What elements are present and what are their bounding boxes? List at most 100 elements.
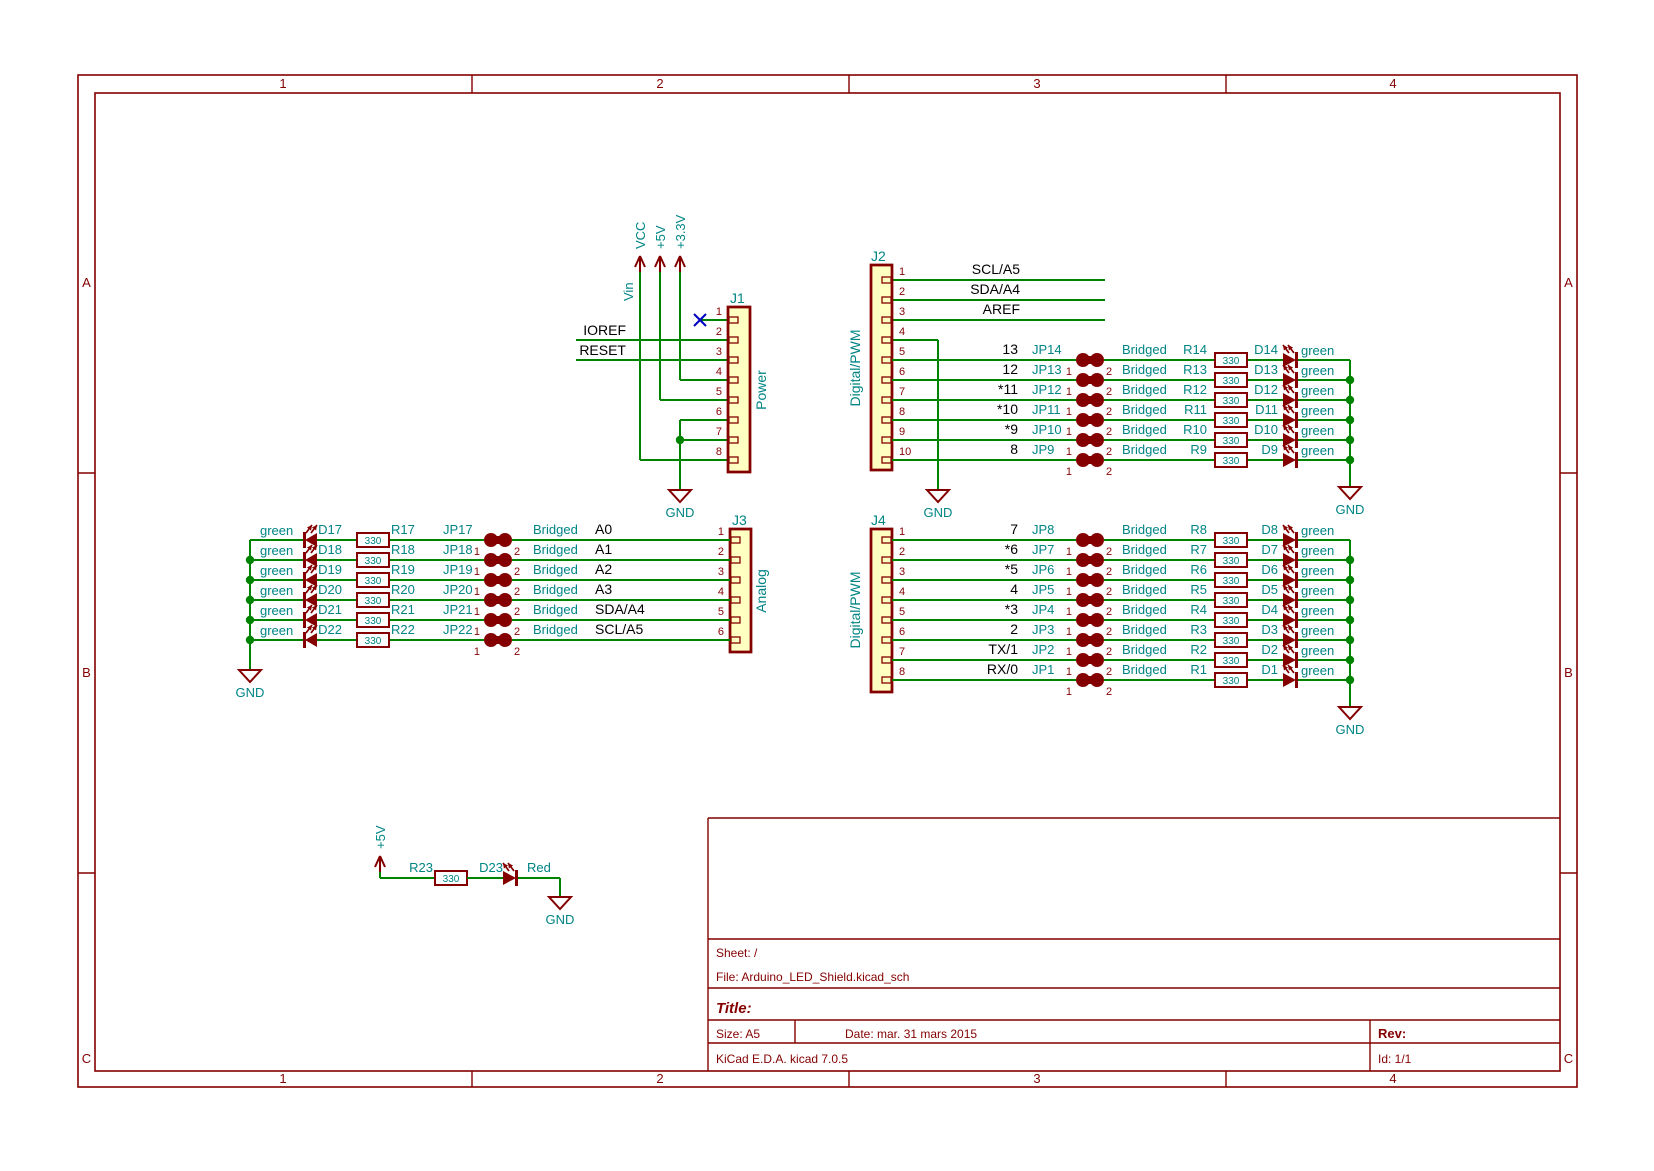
jumper-pin-number: 2 [1106, 466, 1112, 478]
reference-designator: D10 [1254, 422, 1278, 437]
jumper-pad [1090, 393, 1104, 407]
jumper-pin-number: 2 [514, 546, 520, 558]
jumper-pin-number: 2 [1106, 426, 1112, 438]
led-emission-arrow-head [1283, 585, 1289, 591]
frame-column-label: 1 [279, 1071, 286, 1086]
led-color-label: green [260, 623, 293, 638]
resistor-value: 330 [365, 596, 382, 607]
reference-designator: JP22 [443, 622, 473, 637]
led-triangle [1283, 653, 1296, 667]
gnd-symbol-icon [546, 896, 574, 911]
pin-stub [881, 576, 892, 584]
pin-stub [881, 316, 892, 324]
pin-number: 8 [899, 666, 905, 678]
reference-designator: D17 [318, 522, 342, 537]
jumper-pad [484, 633, 498, 647]
jumper-pad [1076, 593, 1090, 607]
resistor-value: 330 [1223, 656, 1240, 667]
resistor-body [1214, 452, 1248, 468]
reference-designator: D21 [318, 602, 342, 617]
led-color-label: green [1301, 383, 1334, 398]
jumper-state-label: Bridged [1122, 662, 1167, 677]
connector-body [869, 527, 894, 694]
jumper-pin-number: 2 [1106, 566, 1112, 578]
resistor-body [1214, 352, 1248, 368]
jumper-pin-number: 1 [474, 606, 480, 618]
pin-number: 3 [899, 566, 905, 578]
jumper-pad [1076, 613, 1090, 627]
pin-stub [881, 676, 892, 684]
jumper-state-label: Bridged [533, 602, 578, 617]
sheet-field: Sheet: / [716, 946, 758, 960]
led-emission-arrow-head [1288, 545, 1294, 551]
title-block: Sheet: /File: Arduino_LED_Shield.kicad_s… [707, 817, 1560, 1071]
pin-number: 8 [899, 406, 905, 418]
reference-designator: R10 [1183, 422, 1207, 437]
pin-stub [728, 356, 739, 364]
jumper-pad [1090, 613, 1104, 627]
pin-number: 7 [899, 646, 905, 658]
led-triangle [305, 573, 317, 587]
jumper-pad [1076, 533, 1090, 547]
rev-field: Rev: [1378, 1026, 1406, 1041]
net-label-vin: Vin [621, 282, 636, 301]
pin-number: 1 [899, 526, 905, 538]
pin-number: 2 [899, 546, 905, 558]
reference-designator: JP13 [1032, 362, 1062, 377]
junction-dot [245, 555, 255, 565]
reference-designator: JP7 [1032, 542, 1054, 557]
resistor-body [356, 552, 390, 568]
pin-number: 7 [899, 386, 905, 398]
net-label: 13 [1002, 341, 1018, 357]
led-triangle [1283, 533, 1296, 547]
led-emission-arrow-head [311, 525, 317, 531]
pin-stub [881, 556, 892, 564]
jumper-pad [1090, 533, 1104, 547]
reference-designator: JP8 [1032, 522, 1054, 537]
junction-dot [1345, 635, 1355, 645]
led-D8 [1282, 524, 1298, 548]
pin-number: 7 [716, 426, 722, 438]
led-emission-arrow-head [1283, 625, 1289, 631]
pin-stub [881, 656, 892, 664]
junction-dot [1345, 595, 1355, 605]
resistor: 330 [356, 532, 390, 548]
frame-column-label: 4 [1389, 1071, 1396, 1086]
gnd-label: GND [1336, 502, 1365, 517]
reference-designator: JP11 [1032, 402, 1061, 417]
jumper-state-label: Bridged [1122, 542, 1167, 557]
net-label: *11 [998, 381, 1018, 397]
reference-designator: D11 [1255, 402, 1278, 417]
resistor-body [356, 572, 390, 588]
jumper-pin-number: 1 [1066, 586, 1072, 598]
reference-designator: R3 [1190, 622, 1207, 637]
connector-body [728, 527, 753, 654]
date-field: Date: mar. 31 mars 2015 [845, 1027, 977, 1041]
jumper-bridge [1087, 656, 1093, 664]
reference-designator: D20 [318, 582, 342, 597]
net-label: IOREF [583, 322, 626, 338]
pin-number: 4 [899, 326, 905, 338]
jumper-pin-number: 2 [514, 586, 520, 598]
jumper-pad [1076, 553, 1090, 567]
jumper-bridge [1087, 436, 1093, 444]
frame-row-label: A [1564, 275, 1573, 290]
reference-designator: D4 [1261, 602, 1278, 617]
jumper-bridge [495, 616, 501, 624]
pin-number: 5 [716, 386, 722, 398]
jumper-pin-number: 1 [1066, 666, 1072, 678]
led-emission-arrow-head [1288, 625, 1294, 631]
reference-designator: JP2 [1032, 642, 1054, 657]
jumper-pin-number: 2 [1106, 646, 1112, 658]
reference-designator: D18 [318, 542, 342, 557]
reference-designator: JP9 [1032, 442, 1054, 457]
jumper-pad [498, 633, 512, 647]
connector-name: Digital/PWM [847, 571, 863, 648]
jumper-pad [1076, 653, 1090, 667]
